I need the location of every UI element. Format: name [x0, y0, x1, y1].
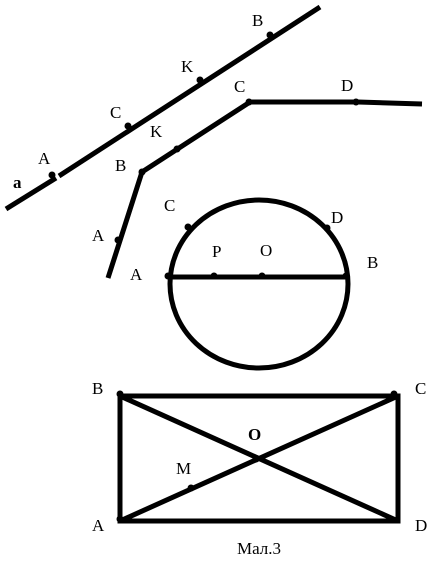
circle-point-a	[164, 272, 172, 280]
rect-point-b	[116, 390, 124, 398]
line-a-left-segment	[4, 175, 58, 212]
rect-label-a: A	[92, 516, 105, 535]
rect-label-c: C	[415, 379, 426, 398]
rectangle-abcd	[117, 393, 401, 524]
line-a-point-k	[196, 76, 204, 84]
line-a-main-segment	[57, 4, 322, 179]
polyline-point-d	[352, 98, 360, 106]
line-a-label: a	[13, 173, 22, 192]
line-a-label-b: B	[252, 11, 263, 30]
line-a-point-a	[48, 171, 56, 179]
circle-point-o	[258, 272, 266, 280]
polyline-point-a	[114, 236, 122, 244]
line-a-label-c: C	[110, 103, 121, 122]
circle-label-b: B	[367, 253, 378, 272]
circle-point-d	[323, 224, 331, 232]
line-a-figure: a A C K B	[4, 4, 322, 212]
circle-label-c: C	[164, 196, 175, 215]
polyline-point-k	[173, 145, 181, 153]
circle	[167, 197, 351, 371]
polyline-figure: A B K C D	[92, 76, 423, 279]
polyline-label-c: C	[234, 77, 245, 96]
line-a-label-a: A	[38, 149, 51, 168]
line-a-point-c	[124, 122, 132, 130]
polyline-label-k: K	[150, 122, 163, 141]
rectangle-figure: B C A D O M	[92, 379, 427, 535]
circle-label-d: D	[331, 208, 343, 227]
circle-point-c	[184, 223, 192, 231]
polyline-label-d: D	[341, 76, 353, 95]
circle-label-p: P	[212, 242, 221, 261]
rect-point-a	[116, 515, 124, 523]
rect-label-d: D	[415, 516, 427, 535]
circle-point-b	[342, 272, 350, 280]
polyline-label-a: A	[92, 226, 105, 245]
line-a-point-b	[266, 31, 274, 39]
rect-point-m	[187, 484, 195, 492]
circle-figure: A C P O D B	[130, 196, 378, 371]
rect-point-c	[390, 390, 398, 398]
circle-label-a: A	[130, 265, 143, 284]
polyline-point-b	[138, 168, 146, 176]
line-a-label-k: K	[181, 57, 194, 76]
rect-label-m: M	[176, 459, 191, 478]
polyline-label-b: B	[115, 156, 126, 175]
circle-label-o: O	[260, 241, 272, 260]
polyline-point-c	[245, 98, 253, 106]
rect-label-o: O	[248, 425, 261, 444]
rect-point-o	[252, 455, 260, 463]
rect-label-b: B	[92, 379, 103, 398]
circle-point-p	[210, 272, 218, 280]
figure-caption: Мал.3	[237, 539, 281, 558]
